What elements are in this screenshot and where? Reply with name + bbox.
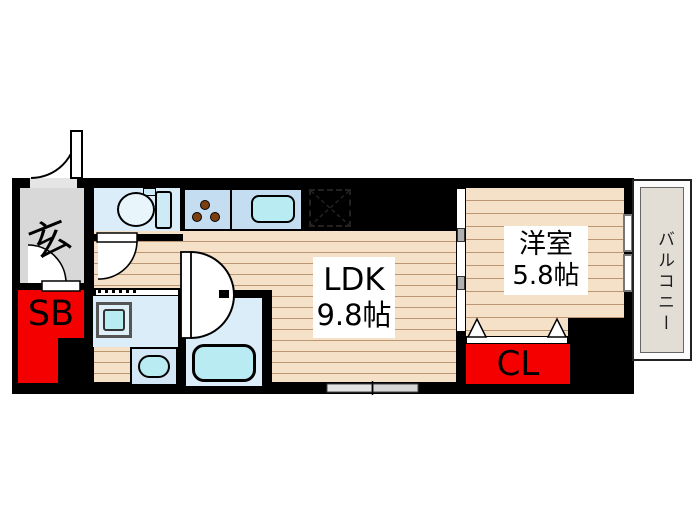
toilet-icon xyxy=(117,192,155,227)
western-room-label: 洋室 5.8帖 xyxy=(504,226,588,295)
ldk-size: 9.8帖 xyxy=(316,297,392,332)
balcony-floor xyxy=(640,187,684,353)
sliding-partition xyxy=(456,188,466,332)
shoe-box-label: SB xyxy=(18,293,84,335)
shoe-box xyxy=(18,290,84,338)
vanity-sink-icon xyxy=(138,355,170,378)
western-room-size: 5.8帖 xyxy=(512,261,580,292)
wall-block xyxy=(568,318,634,390)
entrance-door-leaf xyxy=(70,130,83,179)
entrance-door-arc xyxy=(30,132,77,179)
balcony-label: バルコニー xyxy=(649,207,677,357)
ldk-label: LDK 9.8帖 xyxy=(313,257,395,338)
closet-label: CL xyxy=(496,344,540,384)
entrance-doorway xyxy=(30,178,77,188)
stove-burner-icon xyxy=(210,212,220,222)
western-room-name: 洋室 xyxy=(519,228,573,260)
partition-handle xyxy=(457,228,465,242)
closet: CL xyxy=(466,344,570,384)
stove-burner-icon xyxy=(192,212,202,222)
toilet-tank xyxy=(155,191,172,229)
ldk-name: LDK xyxy=(323,262,385,298)
shoe-box-lower xyxy=(18,338,58,383)
toilet-button xyxy=(143,188,156,196)
refrigerator-space xyxy=(309,189,351,227)
toilet-bottom-wall xyxy=(84,234,183,241)
washing-machine-drum xyxy=(103,309,125,331)
closet-door xyxy=(466,336,568,344)
partition-handle xyxy=(457,276,465,290)
shoe-box-label-text: SB xyxy=(27,294,75,334)
stove-burner-icon xyxy=(200,200,210,210)
entrance-label-text: 玄 xyxy=(22,211,78,269)
counter-divider xyxy=(230,190,232,229)
bathtub-icon xyxy=(192,344,256,382)
washroom-sliding-door xyxy=(96,289,178,296)
kitchen-sink-icon xyxy=(251,195,295,223)
balcony-label-text: バルコニー xyxy=(654,229,674,335)
